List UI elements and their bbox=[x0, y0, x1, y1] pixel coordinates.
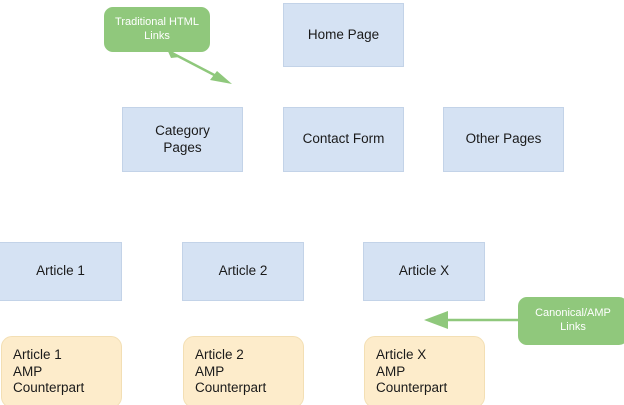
node-article-1-amp-counterpart[interactable]: Article 1 AMP Counterpart bbox=[1, 336, 122, 405]
node-other-pages[interactable]: Other Pages bbox=[443, 107, 564, 172]
traditional-links-arrow bbox=[166, 47, 232, 84]
node-home-page[interactable]: Home Page bbox=[283, 3, 404, 67]
callout-traditional-html-links[interactable]: Traditional HTML Links bbox=[104, 7, 210, 52]
canonical-amp-links-arrow bbox=[424, 311, 519, 329]
node-article-x[interactable]: Article X bbox=[363, 242, 485, 301]
node-article-x-amp-counterpart[interactable]: Article X AMP Counterpart bbox=[364, 336, 485, 405]
callout-canonical-amp-links[interactable]: Canonical/AMP Links bbox=[518, 297, 624, 345]
node-contact-form[interactable]: Contact Form bbox=[283, 107, 404, 172]
node-article-1[interactable]: Article 1 bbox=[0, 242, 122, 301]
node-category-pages[interactable]: Category Pages bbox=[122, 107, 243, 172]
node-article-2-amp-counterpart[interactable]: Article 2 AMP Counterpart bbox=[183, 336, 304, 405]
node-article-2[interactable]: Article 2 bbox=[182, 242, 304, 301]
